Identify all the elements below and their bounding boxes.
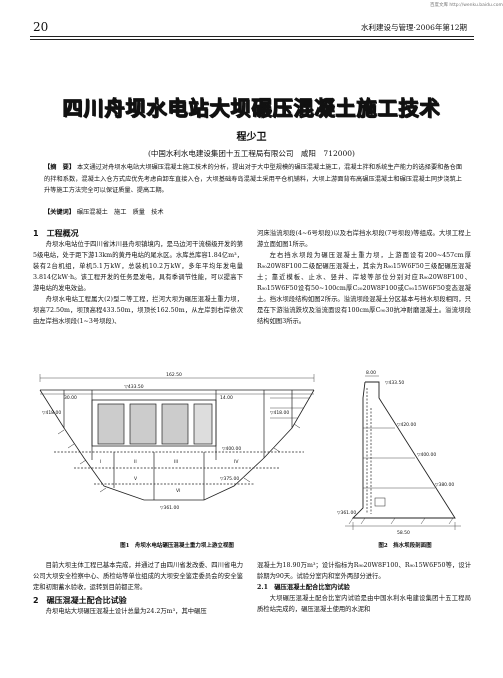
journal-header: 水利建设与管理·2006年第12期: [360, 23, 467, 32]
fig1-zone-v: V: [134, 476, 138, 482]
fig2-width-base: 58.50: [397, 530, 410, 536]
keywords: 【关键词】 碾压混凝土 施工 质量 技术: [44, 207, 462, 216]
foundation-line: [39, 389, 315, 501]
author: 程少卫: [236, 132, 267, 143]
bottom-right-paragraph-2: 大坝碾压混凝土配合比室内试验是由中国水利水电建设集团十五工程局质检站完成的，碾压…: [257, 595, 471, 613]
section-1-paragraph-1: 舟坝水电站位于四川省沐川县舟坝镇境内，是马边河干流梯级开发的第5级电站，处于距下…: [33, 241, 243, 292]
fig1-dim-30: 30.00: [64, 395, 77, 401]
section-2-title: 2 碾压混凝土配合比试验: [33, 596, 127, 605]
fig1-zone-i: I: [100, 459, 101, 465]
abstract-text: 本文通过对舟坝水电站大坝碾压混凝土施工技术的分析，提出对于大中型规模的碾压混凝土…: [44, 164, 463, 194]
dam-section-outline: [351, 381, 456, 519]
fig1-dim-total: 162.50: [166, 372, 182, 378]
bottom-right-paragraph-1: 混凝土为18.90万m³；设计指标为R₉₀20W8F100、R₉₀15W6F50…: [257, 562, 471, 580]
spillway-gate-2: [129, 403, 157, 445]
watermark: 百度文库 http://wenku.baidu.com: [430, 3, 503, 8]
right-column-top: 河床溢流坝段(4~6号坝段)以及右岸挡水坝段(7号坝段)等组成。大坝工程上游立面…: [257, 228, 471, 327]
section-1-title: 1 工程概况: [33, 229, 79, 238]
gallery: [374, 497, 386, 507]
fig1-elev-low: ▽375.00: [220, 476, 239, 482]
fig1-dim-14: 14.00: [220, 395, 233, 401]
fig2-elev-c: ▽380.00: [435, 482, 454, 488]
page-number: 20: [33, 20, 49, 34]
bottom-left-paragraph-1: 目前大坝主体工程已基本完成，并通过了由四川省发改委、四川省电力公司大坝安全检察中…: [33, 562, 243, 591]
fig1-elev-left: ▽418.00: [42, 410, 61, 416]
fig1-elev-mid: ▽400.00: [222, 446, 241, 452]
left-column-bottom: 目前大坝主体工程已基本完成，并通过了由四川省发改委、四川省电力公司大坝安全检察中…: [33, 560, 243, 617]
fig1-elev-base: ▽361.00: [160, 505, 179, 511]
fig1-zone-ii: II: [134, 459, 137, 465]
fig1-elev-right: ▽418.00: [270, 410, 289, 416]
right-paragraph-1: 河床溢流坝段(4~6号坝段)以及右岸挡水坝段(7号坝段)等组成。大坝工程上游立面…: [257, 230, 471, 248]
section-1-paragraph-2: 舟坝水电站工程属大(2)型二等工程，拦河大坝为碾压混凝土重力坝，坝高72.50m…: [33, 296, 243, 325]
right-paragraph-2: 左右挡水坝段为碾压混凝土重力坝，上游面设有200~457cm厚R₉₀20W8F1…: [257, 252, 471, 325]
fig2-elev-b: ▽400.00: [417, 452, 436, 458]
left-column-top: 1 工程概况 舟坝水电站位于四川省沐川县舟坝镇境内，是马边河干流梯级开发的第5级…: [33, 228, 243, 327]
figure-1-drawing: 162.50 ▽433.50 ▽418.00 ▽418.00 ▽400.00 ▽…: [39, 372, 315, 511]
header-rule: [30, 36, 474, 37]
bottom-left-paragraph-2: 舟坝电站大坝碾压混凝土设计总量为24.2万m³，其中碾压: [45, 608, 207, 615]
fig2-elev-top: ▽433.50: [385, 380, 404, 386]
right-column-bottom: 混凝土为18.90万m³；设计指标为R₉₀20W8F100、R₉₀15W6F50…: [257, 560, 471, 615]
spillway-gate-1: [97, 403, 125, 445]
section-2-1-title: 2.1 碾压混凝土配合比室内试验: [257, 584, 350, 591]
article-title: 四川舟坝水电站大坝碾压混凝土施工技术: [62, 96, 441, 121]
abstract: 【摘 要】 本文通过对舟坝水电站大坝碾压混凝土施工技术的分析，提出对于大中型规模…: [44, 162, 462, 197]
header-rule-thin: [30, 39, 474, 40]
fig2-elev-a: ▽420.00: [397, 422, 416, 428]
spillway-gate-3: [161, 403, 189, 445]
figure-2-drawing: ▽433.50 8.00 ▽420.00 ▽400.00 ▽380.00 ▽36…: [337, 370, 461, 536]
fig1-zone-iv: IV: [234, 459, 239, 465]
figure-1-caption: 图1 舟坝水电站碾压混凝土重力坝上游立视图: [120, 543, 234, 549]
fig2-elev-d: ▽361.00: [337, 510, 356, 516]
spillway-gate-4: [193, 403, 213, 445]
fig1-zone-iii: III: [174, 459, 178, 465]
fig2-width-top: 8.00: [366, 370, 376, 376]
abstract-label: 【摘 要】: [44, 164, 76, 171]
keywords-text: 碾压混凝土 施工 质量 技术: [76, 209, 164, 216]
figure-2-caption: 图2 挡水坝段剖面图: [378, 543, 432, 549]
fig1-elev-top: ▽433.50: [124, 384, 143, 390]
affiliation: (中国水利水电建设集团十五工程局有限公司 咸阳 712000): [148, 149, 355, 158]
keywords-label: 【关键词】: [44, 209, 75, 216]
fig1-zone-vi: VI: [176, 488, 180, 494]
